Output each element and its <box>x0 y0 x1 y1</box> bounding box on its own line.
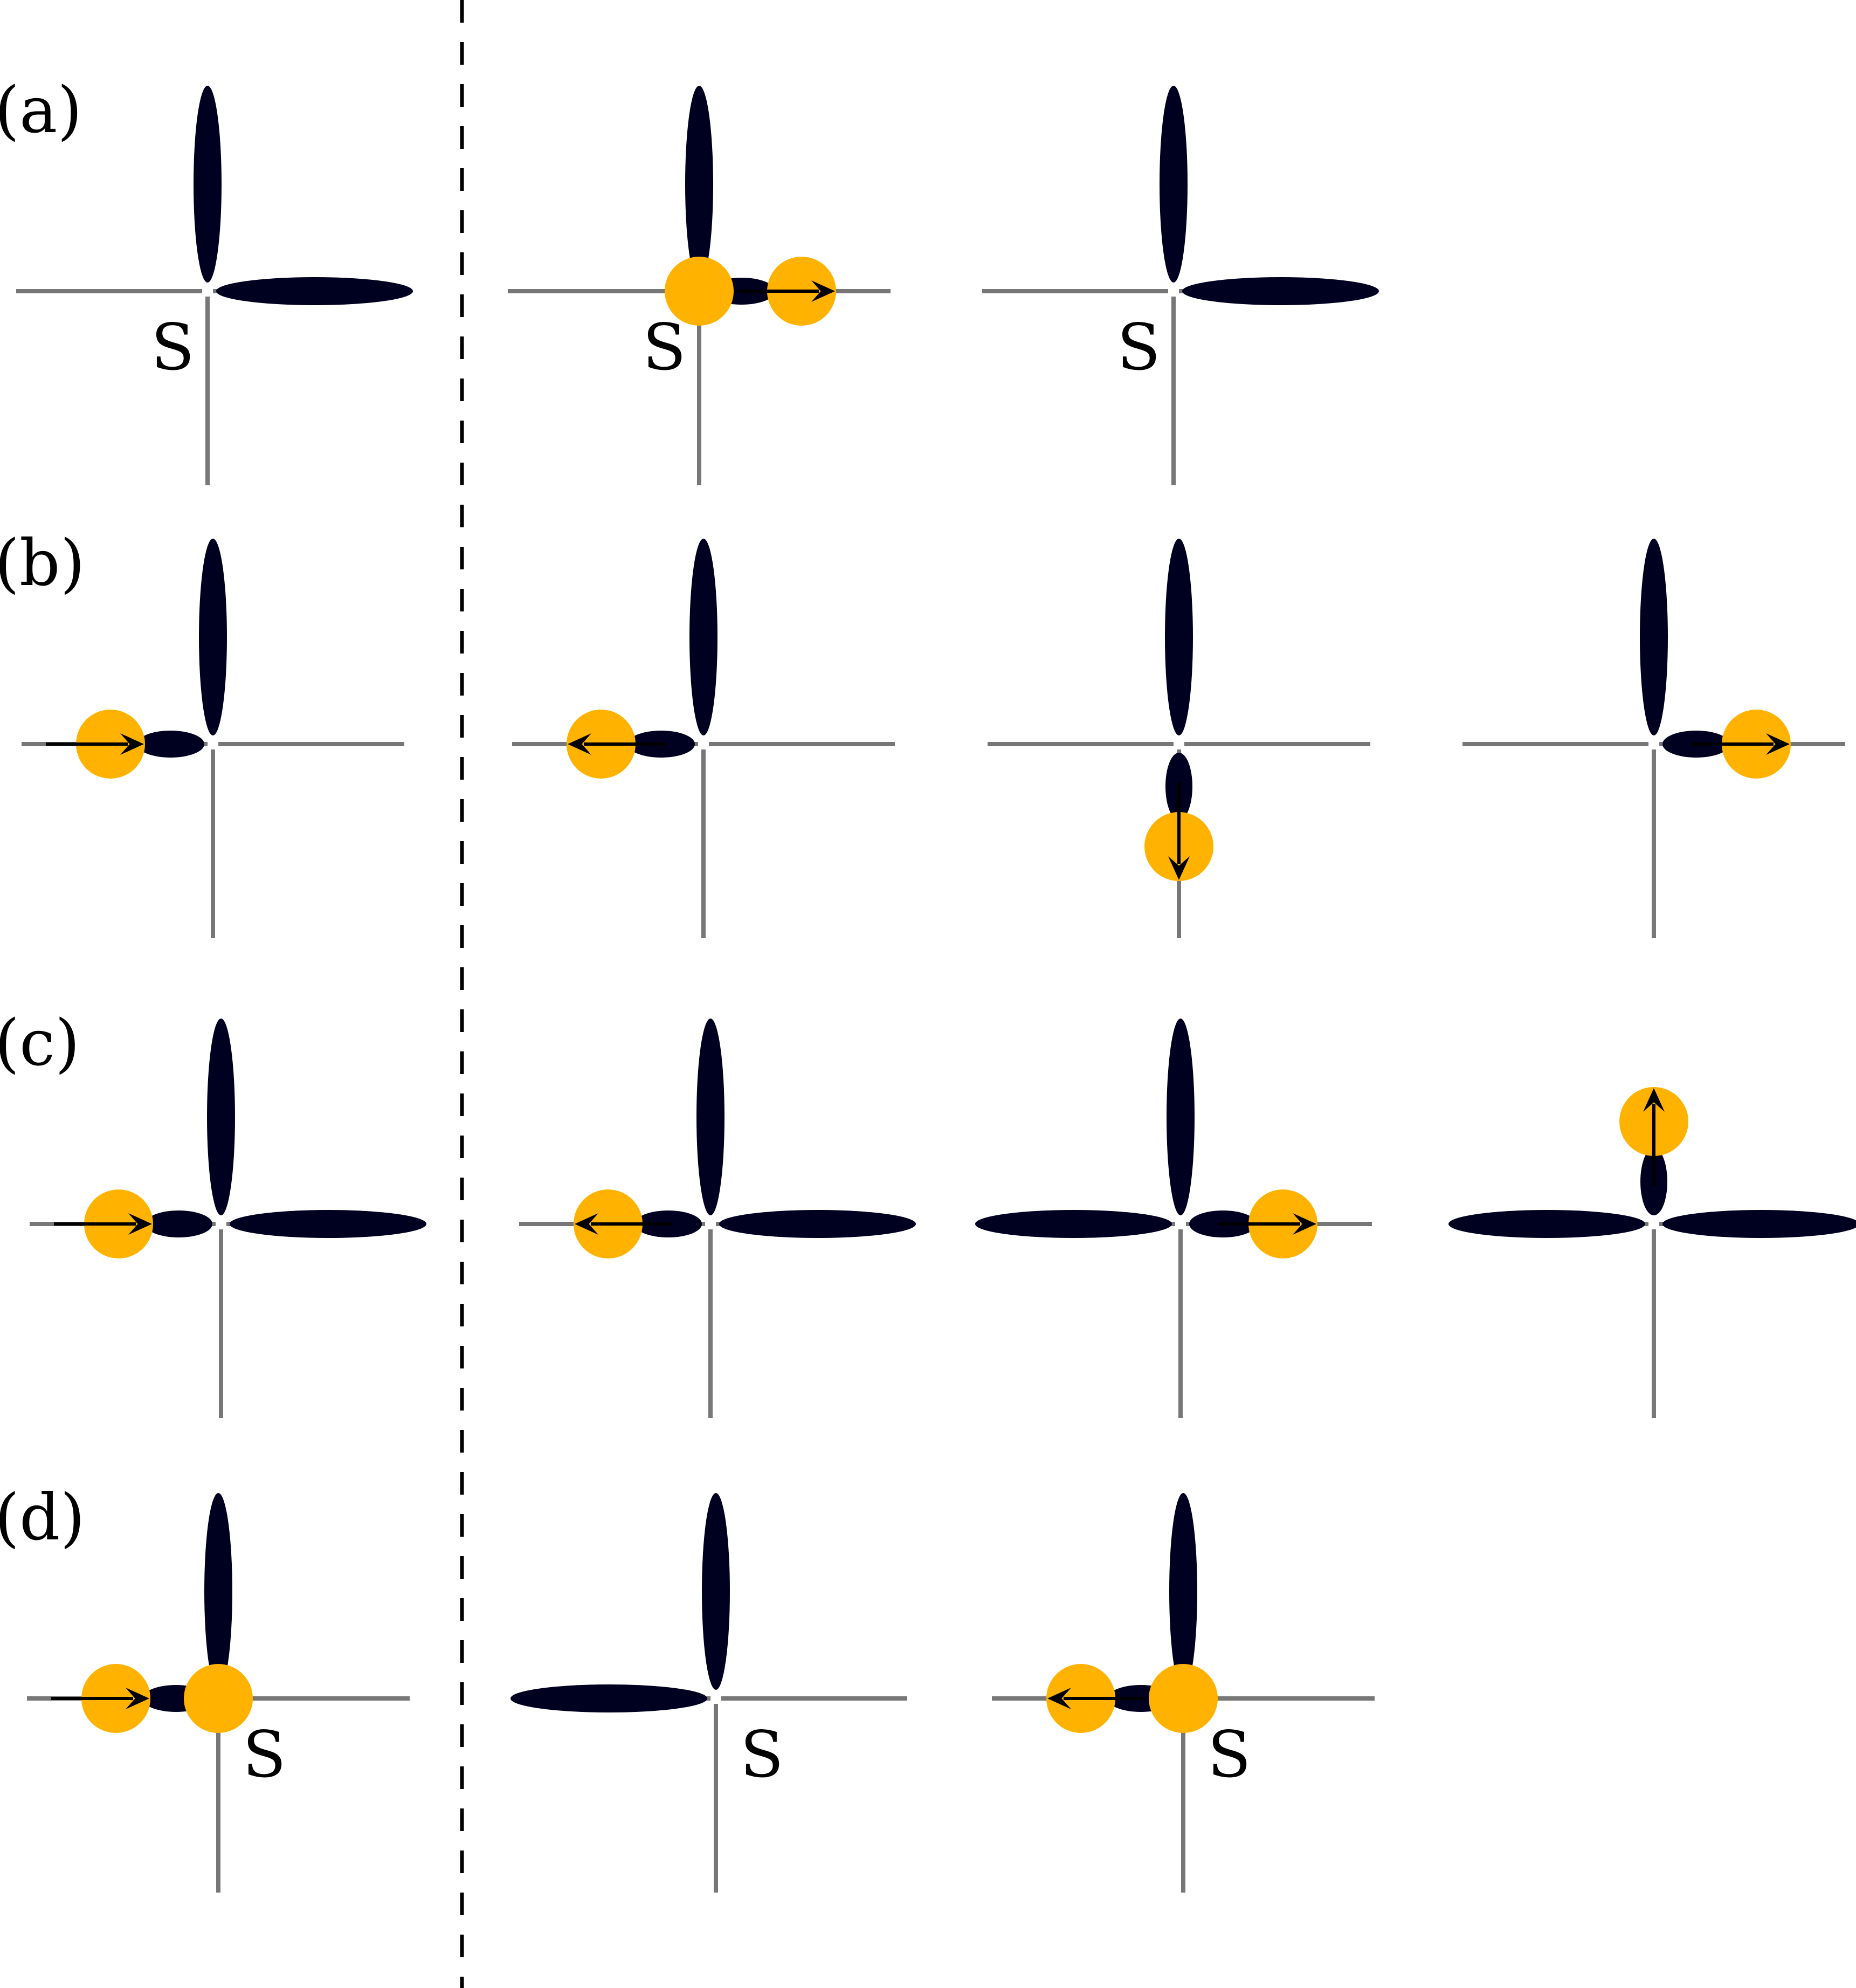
arrowhead-left <box>568 733 591 755</box>
lobe-right-long <box>216 277 413 305</box>
lobe-left-short <box>145 1210 212 1237</box>
site-label: S <box>1117 310 1161 384</box>
lobe-up-long <box>1160 86 1188 283</box>
site-ball <box>1149 1664 1218 1733</box>
arrowhead-left <box>575 1213 598 1235</box>
site-label: S <box>643 310 686 384</box>
panel-c-1 <box>30 1019 426 1418</box>
panel-d-2: S <box>510 1493 907 1893</box>
panel-b-3 <box>988 539 1370 938</box>
panel-b-2 <box>512 539 895 938</box>
arrowhead-up <box>1643 1088 1665 1112</box>
panel-d-1: S <box>27 1493 410 1893</box>
panel-b-1 <box>22 539 404 938</box>
lobe-up-long <box>1167 1019 1195 1215</box>
panels: S S S S S S <box>16 86 1856 1893</box>
lobe-up-long <box>696 1019 725 1215</box>
lobe-left-long <box>510 1684 707 1712</box>
lobe-right-long <box>1182 277 1379 305</box>
lobe-left-short <box>137 731 204 758</box>
lobe-up-long <box>207 1019 235 1215</box>
arrowhead-right <box>126 1688 149 1709</box>
panel-b-4 <box>1462 539 1845 938</box>
row-label-d: (d) <box>0 1480 85 1554</box>
arrowhead-right <box>1766 733 1790 755</box>
site-ball <box>665 257 734 326</box>
lobe-up-long <box>702 1493 730 1690</box>
panel-c-4 <box>1448 1087 1856 1418</box>
panel-a-2: S <box>508 86 891 485</box>
row-label-c: (c) <box>0 1006 80 1080</box>
panel-a-1: S <box>16 86 413 485</box>
lobe-up-long <box>1640 539 1668 735</box>
site-label: S <box>151 310 195 384</box>
lobe-right-long <box>719 1210 916 1238</box>
panel-a-3: S <box>982 86 1379 485</box>
site-label: S <box>1208 1717 1251 1792</box>
arrowhead-right <box>128 1213 152 1235</box>
panel-d-3: S <box>992 1493 1375 1893</box>
lobe-up-long <box>1165 539 1193 735</box>
arrowhead-right <box>1293 1213 1316 1235</box>
row-label-a: (a) <box>0 73 82 147</box>
lobe-up-long <box>1169 1493 1197 1690</box>
lobe-up-long <box>685 86 713 283</box>
lobe-up-long <box>204 1493 232 1690</box>
lobe-right-long <box>1662 1210 1856 1238</box>
lobe-up-long <box>199 539 227 735</box>
arrowhead-down <box>1168 856 1190 880</box>
row-label-b: (b) <box>0 526 85 600</box>
panel-c-2 <box>519 1019 916 1418</box>
site-ball <box>184 1664 253 1733</box>
lobe-left-long <box>975 1210 1172 1238</box>
site-label: S <box>243 1717 286 1792</box>
panel-c-3 <box>975 1019 1372 1418</box>
lobe-up-long <box>689 539 717 735</box>
arrowhead-right <box>120 733 144 755</box>
lobe-right-long <box>230 1210 426 1238</box>
lobe-up-long <box>194 86 222 283</box>
site-label: S <box>740 1717 784 1792</box>
arrowhead-left <box>1047 1688 1071 1709</box>
lobe-left-long <box>1448 1210 1645 1238</box>
arrowhead-right <box>811 280 835 302</box>
